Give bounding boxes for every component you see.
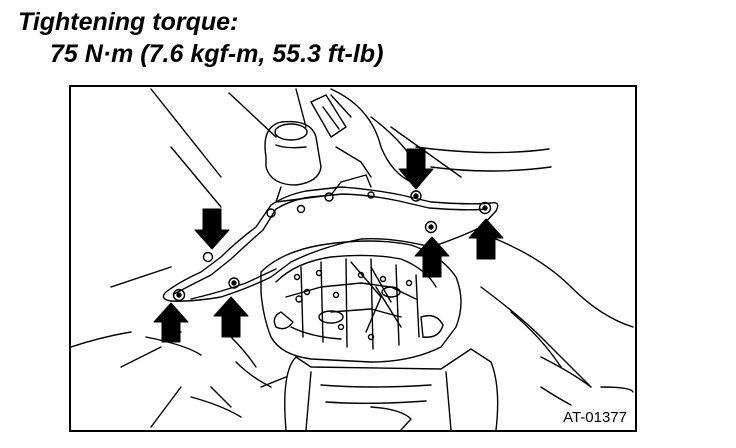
pan-bolts (172, 190, 492, 302)
torque-spec: 75 N·m (7.6 kgf-m, 55.3 ft-lb) (50, 40, 384, 68)
chassis-lines (71, 88, 634, 428)
transmission-diagram: AT-01377 (69, 85, 637, 432)
upper-housing (264, 94, 372, 203)
arrow-down-icon (398, 148, 434, 190)
torque-heading: Tightening torque: 75 N·m (7.6 kgf-m, 55… (18, 6, 383, 70)
valve-body (260, 240, 462, 363)
oil-pan-outline (162, 186, 499, 302)
bolt-arrows (153, 148, 504, 343)
lower-pan (230, 336, 499, 430)
figure-reference-code: AT-01377 (561, 409, 629, 426)
diagram-drawing (71, 88, 634, 430)
arrow-up-icon (468, 218, 504, 260)
heading-title: Tightening torque: (18, 8, 239, 36)
arrow-up-icon (414, 236, 450, 278)
arrow-down-icon (194, 208, 230, 250)
arrow-up-icon (213, 296, 249, 338)
arrow-up-icon (153, 302, 189, 343)
